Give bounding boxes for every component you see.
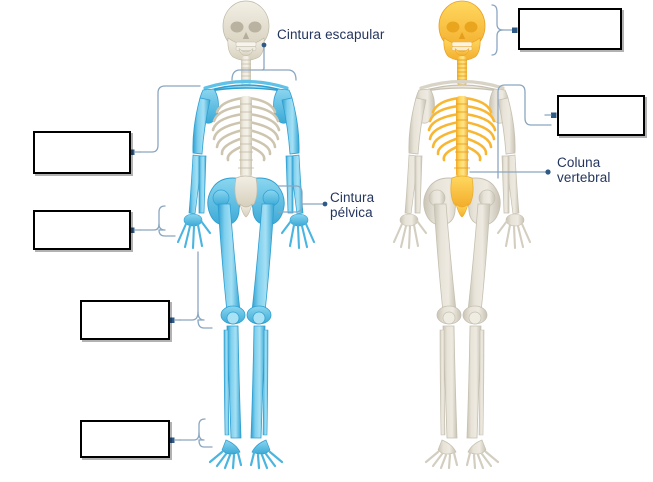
foot-right-figure-left: [424, 439, 459, 470]
leader-dot-coluna: [545, 169, 551, 175]
vertebral-column-right: [454, 96, 470, 178]
hand-right: [280, 213, 316, 250]
label-cintura-pelvica: Cintura pélvica: [330, 190, 375, 220]
lower-limbs-left: [208, 189, 284, 470]
answer-box-right-skull[interactable]: [518, 8, 622, 50]
leader-box-left-hands: [139, 205, 176, 237]
lower-limbs-right-figure: [424, 189, 500, 470]
answer-box-left-hands[interactable]: [33, 210, 131, 250]
leader-box-left-lower-limb: [179, 251, 213, 329]
upper-limbs-right-figure: [392, 97, 532, 250]
leader-dot-escapular: [261, 42, 267, 48]
hand-right-figure-right: [496, 213, 532, 250]
answer-box-left-feet[interactable]: [80, 420, 170, 458]
upper-limbs-left: [176, 97, 316, 250]
leader-box-left-feet: [179, 418, 213, 448]
skull-left: [222, 0, 270, 61]
answer-box-right-ribcage[interactable]: [557, 95, 645, 136]
leader-box-left-upper-limb: [139, 85, 201, 153]
foot-right-figure-right: [465, 439, 500, 470]
foot-left: [208, 439, 243, 470]
hand-left: [176, 213, 212, 250]
leader-dot-hands: [129, 227, 135, 233]
leader-dot-ribcage: [551, 112, 557, 118]
leader-box-right-skull: [491, 4, 514, 56]
answer-box-left-upper-limb[interactable]: [33, 131, 131, 174]
leader-cintura-pelvica: [277, 185, 325, 213]
leader-cintura-escapular: [231, 45, 297, 81]
skeleton-right-figure: [392, 0, 532, 470]
vertebral-column-left: [238, 96, 254, 178]
foot-right: [249, 439, 284, 470]
skeleton-left-figure: [176, 0, 316, 470]
hand-right-figure-left: [392, 213, 428, 250]
skull-right: [438, 0, 486, 61]
label-cintura-escapular: Cintura escapular: [277, 27, 385, 42]
leader-dot-lower-limb: [169, 317, 175, 323]
cervical-spine-left: [241, 56, 251, 86]
leader-box-right-ribcage: [497, 84, 552, 179]
answer-box-left-lower-limb[interactable]: [80, 300, 170, 340]
label-coluna-vertebral: Coluna vertebral: [557, 155, 611, 185]
leader-dot-upper-limb: [129, 149, 135, 155]
leader-dot-skull: [512, 27, 518, 33]
leader-dot-pelvica: [322, 201, 328, 207]
leader-dot-feet: [169, 437, 175, 443]
